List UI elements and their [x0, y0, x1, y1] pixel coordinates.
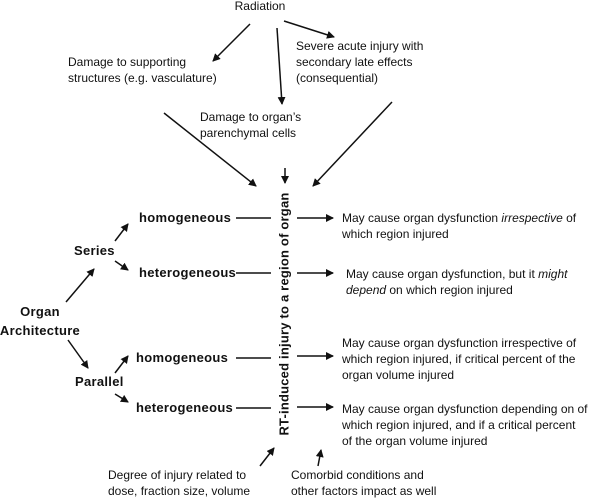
parallel-heterogeneous-label: heterogeneous: [136, 400, 234, 415]
arrow-radiation-to-parenchymal: [276, 27, 286, 105]
parallel-label: Parallel: [75, 374, 124, 389]
arrow-supporting-to-injury: [163, 112, 257, 187]
arrow-organ-to-series: [65, 268, 95, 303]
outcome-series-heterogeneous: May cause organ dysfunction, but it migh…: [346, 266, 567, 298]
series-heterogeneous-label: heterogeneous: [139, 265, 237, 280]
cause-parenchymal-line: Damage to organ’s: [200, 110, 302, 124]
arrow-parallel-to-homo: [114, 355, 129, 374]
outcome-line: which region injured: [342, 227, 449, 241]
series-label: Series: [74, 243, 115, 258]
factor-line: dose, fraction size, volume: [108, 484, 251, 498]
arrow-series-to-hetero: [114, 260, 129, 271]
parallel-homogeneous-label: homogeneous: [136, 350, 229, 365]
outcome-emphasis: might: [538, 267, 568, 281]
arrow-organ-to-parallel: [67, 339, 89, 369]
outcome-emphasis: irrespective: [501, 211, 563, 225]
arrow-radiation-to-acute: [283, 20, 335, 39]
outcome-series-homogeneous: May cause organ dysfunction irrespective…: [342, 210, 576, 242]
central-injury-label: RT-induced injury to a region of organ: [276, 192, 292, 436]
outcome-emphasis: depend: [346, 283, 387, 297]
arrow-parallel-to-hetero: [114, 393, 129, 403]
outcome-text: May cause organ dysfunction: [342, 211, 502, 225]
organ-architecture-label: Organ Architecture: [0, 302, 84, 340]
outcome-line: organ volume injured: [342, 368, 455, 382]
organ-architecture-line: Organ: [20, 304, 60, 319]
outcome-parallel-heterogeneous: May cause organ dysfunction depending on…: [342, 401, 588, 449]
outcome-text: May cause organ dysfunction, but it: [346, 267, 539, 281]
factor-line: Comorbid conditions and: [291, 468, 424, 482]
outcome-line: May cause organ dysfunction depending on…: [342, 402, 588, 416]
arrow-acute-to-injury: [312, 101, 393, 187]
cause-acute-line: (consequential): [296, 71, 379, 85]
cause-acute: Severe acute injury with secondary late …: [296, 38, 423, 86]
outcome-text: on which region injured: [386, 283, 513, 297]
cause-supporting: Damage to supporting structures (e.g. va…: [68, 54, 217, 86]
outcome-text: of: [562, 211, 577, 225]
factor-comorbid: Comorbid conditions and other factors im…: [291, 467, 436, 499]
outcome-parallel-homogeneous: May cause organ dysfunction irrespective…: [342, 335, 576, 383]
cause-supporting-line: structures (e.g. vasculature): [68, 71, 217, 85]
cause-acute-line: secondary late effects: [296, 55, 413, 69]
outcome-line: May cause organ dysfunction irrespective…: [342, 336, 577, 350]
outcome-line: of the organ volume injured: [342, 434, 488, 448]
cause-parenchymal: Damage to organ’s parenchymal cells: [200, 109, 301, 141]
outcome-line: May cause organ dysfunction, but it migh…: [346, 266, 567, 282]
cause-acute-line: Severe acute injury with: [296, 39, 424, 53]
arrow-degree-to-injury: [259, 447, 275, 467]
outcome-line: which region injured, if critical percen…: [342, 352, 576, 366]
arrow-radiation-to-supporting: [212, 23, 251, 62]
outcome-line: May cause organ dysfunction irrespective…: [342, 210, 576, 226]
cause-supporting-line: Damage to supporting: [68, 55, 187, 69]
organ-architecture-line: Architecture: [0, 323, 81, 338]
radiation-label: Radiation: [234, 0, 286, 13]
factor-degree: Degree of injury related to dose, fracti…: [108, 467, 250, 499]
arrow-comorbid-to-injury: [315, 449, 324, 467]
factor-line: Degree of injury related to: [108, 468, 247, 482]
factor-line: other factors impact as well: [291, 484, 437, 498]
outcome-line: depend on which region injured: [346, 282, 567, 298]
outcome-line: which region injured, and if a critical …: [342, 418, 576, 432]
series-homogeneous-label: homogeneous: [139, 210, 232, 225]
cause-parenchymal-line: parenchymal cells: [200, 126, 297, 140]
arrow-series-to-homo: [114, 223, 129, 242]
